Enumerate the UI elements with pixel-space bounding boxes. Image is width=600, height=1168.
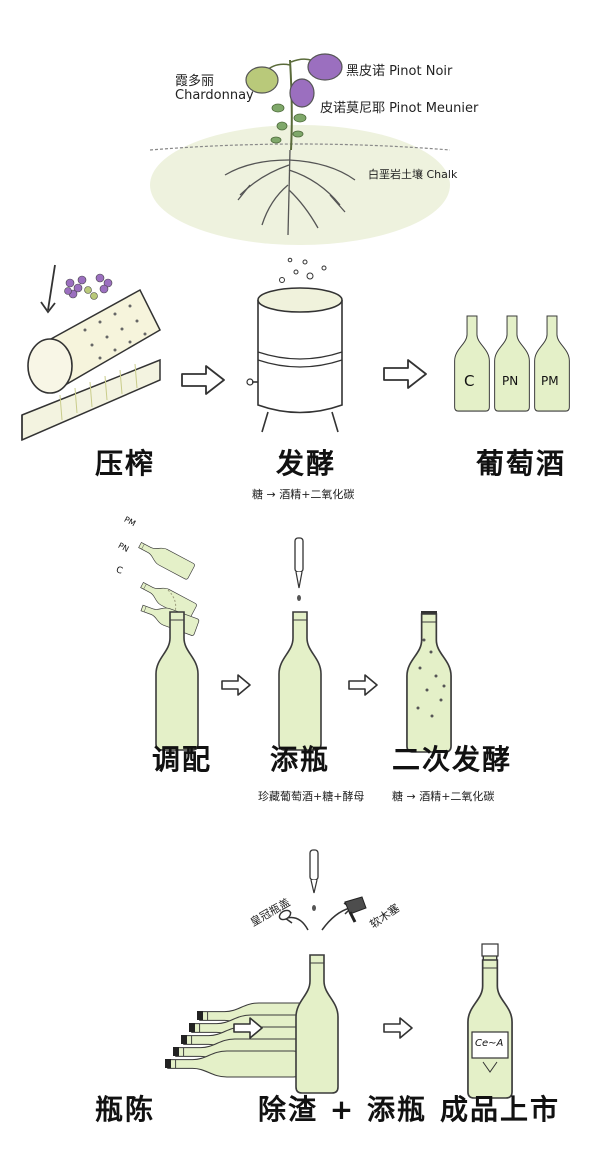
aging-illustration bbox=[165, 1002, 332, 1078]
step-ferment-label: 发酵 bbox=[276, 447, 337, 480]
wine-bottles bbox=[454, 315, 570, 412]
label-pinot-noir: 黑皮诺 Pinot Noir bbox=[346, 64, 453, 79]
label-chardonnay-en: Chardonnay bbox=[175, 88, 254, 103]
step-aging-label: 瓶陈 bbox=[95, 1093, 156, 1126]
bottle-code-pm: PM bbox=[541, 374, 559, 388]
arrow-blend-to-tirage bbox=[221, 674, 251, 696]
step-ferment-note: 糖 → 酒精+二氧化碳 bbox=[252, 488, 355, 501]
second-fermentation-illustration bbox=[406, 611, 452, 753]
label-chardonnay-cn: 霞多丽 bbox=[175, 74, 215, 89]
step-tirage-note: 珍藏葡萄酒+糖+酵母 bbox=[258, 790, 365, 803]
step-market-label: 成品上市 bbox=[440, 1093, 561, 1126]
arrow-ferment-to-wine bbox=[383, 359, 427, 389]
disgorge-illustration bbox=[278, 849, 367, 1094]
bottle-code-c: C bbox=[464, 372, 475, 390]
tirage-illustration bbox=[278, 537, 322, 751]
bottle-code-pn: PN bbox=[502, 374, 519, 388]
finished-bottle-illustration bbox=[467, 943, 513, 1099]
label-pinot-meunier: 皮诺莫尼耶 Pinot Meunier bbox=[320, 101, 479, 116]
arrow-tirage-to-second bbox=[348, 674, 378, 696]
step-blend-label: 调配 bbox=[152, 743, 213, 776]
press-illustration bbox=[21, 264, 161, 442]
step-tirage-label: 添瓶 bbox=[270, 743, 331, 776]
vineyard-illustration bbox=[149, 53, 451, 245]
arrow-disgorge-to-market bbox=[383, 1017, 413, 1039]
arrow-press-to-ferment bbox=[181, 365, 225, 395]
step-second-note: 糖 → 酒精+二氧化碳 bbox=[392, 790, 495, 803]
step-wine-label: 葡萄酒 bbox=[476, 447, 567, 480]
blend-illustration bbox=[135, 536, 200, 751]
label-chalk: 白垩岩土壤 Chalk bbox=[368, 168, 458, 181]
bottle-label-text: Ce~A bbox=[475, 1038, 504, 1049]
step-second-label: 二次发酵 bbox=[392, 743, 513, 776]
fermentation-tank bbox=[246, 257, 343, 433]
step-press-label: 压榨 bbox=[95, 447, 156, 480]
step-disgorge-label: 除渣 + 添瓶 bbox=[258, 1093, 427, 1126]
